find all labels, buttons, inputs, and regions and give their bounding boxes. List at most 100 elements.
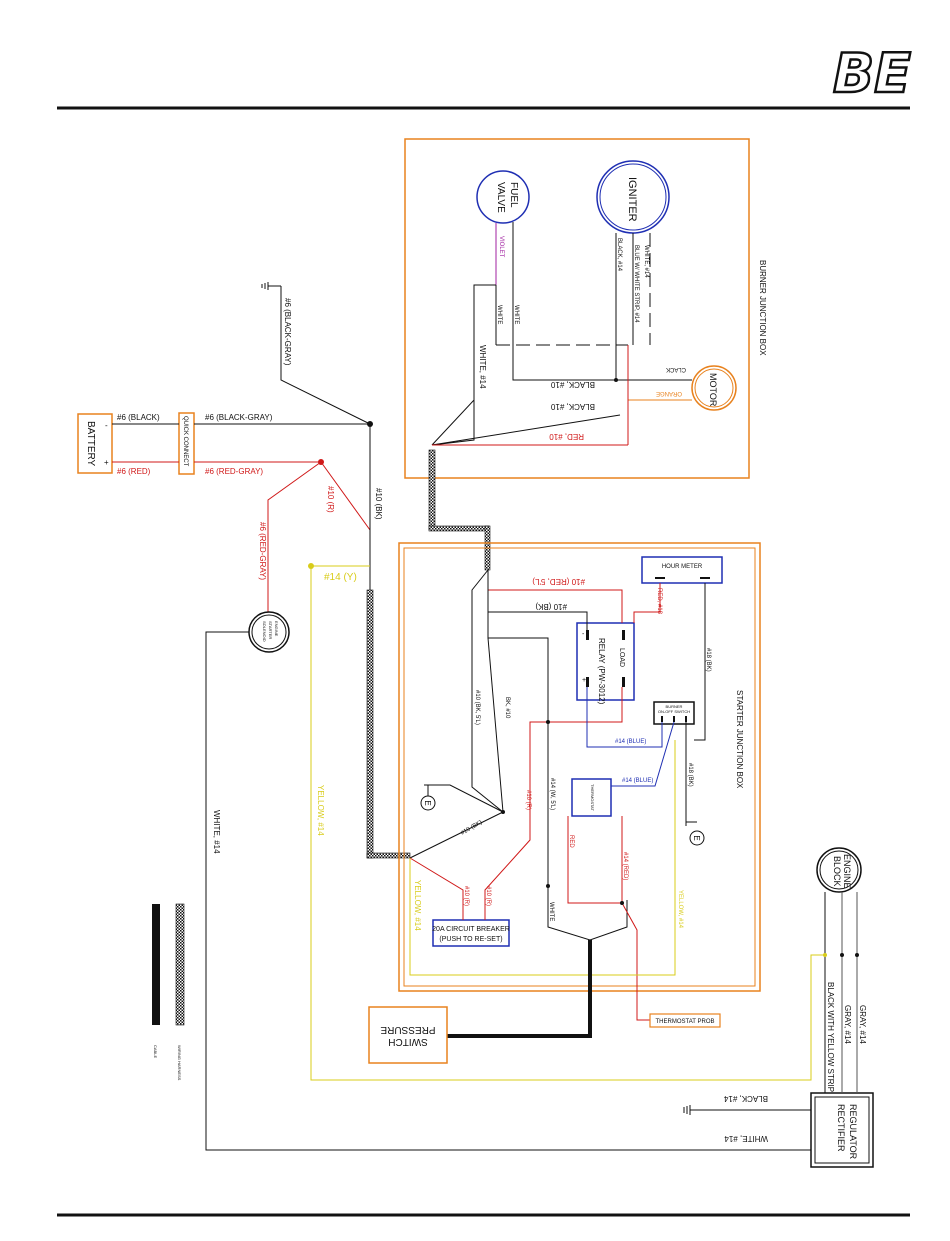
relay: RELAY (PW-3012) LOAD - +	[576, 622, 635, 705]
wire-r10-cb2: #10 (R)	[485, 886, 491, 906]
fuel-valve: FUEL VALVE	[476, 170, 530, 224]
ground-e-left: E	[420, 784, 436, 811]
wire-r10-vert: #10 (R)	[326, 486, 335, 513]
engine-block-label-1: ENGINE	[842, 854, 852, 889]
wire-bk10-c: #10 (BK)	[460, 820, 484, 837]
wire-red14: #14 (RED)	[622, 852, 628, 880]
wire-red18: RED, #18	[656, 588, 662, 615]
battery-plus: +	[104, 458, 109, 467]
circuit-breaker[interactable]: 20A CIRCUIT BREAKER (PUSH TO RE-SET)	[432, 919, 510, 947]
wire-red-gray-vert: #6 (RED-GRAY)	[258, 522, 267, 580]
legend-cable-swatch	[152, 904, 160, 1025]
battery-minus: -	[105, 421, 108, 430]
ground-e-right-label: E	[692, 835, 701, 840]
circuit-breaker-label-2: (PUSH TO RE-SET)	[439, 936, 502, 943]
wire-yellow14-c: YELLOW, #14	[677, 890, 683, 929]
wire-bk-gray-top: #6 (BLACK-GRAY)	[205, 413, 273, 422]
wire-bk-top: #6 (BLACK)	[117, 413, 160, 422]
harness-burner	[428, 449, 436, 531]
fuel-valve-label-1: FUEL	[508, 182, 519, 208]
wire-white14-ig: WHITE, #14	[643, 245, 649, 278]
solenoid-label-1: ENGINE	[274, 621, 279, 637]
thermostat: THERMOSTAT	[571, 778, 612, 817]
wire-gray14b: GRAY, #14	[843, 1005, 852, 1044]
wire-white14-bj: WHITE, #14	[478, 345, 487, 389]
solenoid-label-3: SOLENOID	[262, 621, 267, 642]
relay-load: LOAD	[618, 648, 625, 667]
legend: WIRING HARNESS CABLE	[152, 903, 185, 1081]
battery-label: BATTERY	[85, 421, 96, 467]
wire-gray14a: GRAY, #14	[858, 1005, 867, 1044]
wire-bk18: #18 (BK)	[705, 648, 711, 672]
hour-meter-label: HOUR METER	[662, 564, 703, 570]
starter-junction-box	[398, 542, 761, 992]
wire-white14-long: WHITE, #14	[212, 810, 221, 854]
regulator-rectifier: REGULATOR RECTIFIER	[810, 1092, 874, 1168]
harness-bottom	[366, 852, 411, 859]
ground-e-right: E	[685, 818, 705, 846]
battery: BATTERY - +	[77, 413, 113, 474]
relay-plus: +	[582, 677, 586, 684]
regulator-label-2: RECTIFIER	[836, 1104, 846, 1152]
wire-red10-5l: #10 (RED, 5'L)	[532, 577, 585, 586]
wire-black14-reg: BLACK, #14	[723, 1094, 768, 1103]
thermostat-probe: THERMOSTAT PROB	[649, 1013, 721, 1028]
wire-black-yellow: BLACK WITH YELLOW STRIP	[826, 982, 835, 1092]
fuel-valve-label-2: VALVE	[495, 182, 506, 213]
white-long-wire	[205, 631, 811, 1151]
relay-label: RELAY (PW-3012)	[597, 638, 606, 705]
hour-meter: HOUR METER	[641, 556, 723, 584]
wire-red-bat: #6 (RED)	[117, 467, 151, 476]
burner-switch[interactable]: BURNER ON-OFF SWITCH	[653, 701, 695, 725]
wire-blue14: #14 (BLUE)	[615, 739, 646, 745]
regulator-label-1: REGULATOR	[848, 1104, 858, 1160]
relay-minus: -	[582, 631, 585, 638]
wire-r10-cb1: #10 (R)	[463, 886, 469, 906]
wire-bk-gray-vert: #6 (BLACK-GRAY)	[283, 298, 292, 366]
circuit-breaker-label-1: 20A CIRCUIT BREAKER	[432, 926, 510, 933]
burner-box-label: BURNER JUNCTION BOX	[758, 260, 767, 356]
wire-black14: BLACK, #14	[616, 238, 622, 272]
harness-left	[366, 589, 374, 859]
starter-wires	[409, 569, 706, 1021]
wire-r10-c: #10 (R)	[525, 790, 531, 810]
wire-red-gray: #6 (RED-GRAY)	[205, 467, 263, 476]
wire-bk18b: #18 (BK)	[687, 763, 693, 787]
motor: MOTOR	[691, 365, 737, 411]
legend-cable-label: CABLE	[153, 1045, 158, 1058]
wire-black10a: BLACK, #10	[550, 380, 595, 389]
wire-blue-strip: BLUE W/ WHITE STRIP, #14	[633, 245, 639, 323]
pressure-switch-label-1: PRESSURE	[380, 1024, 435, 1035]
legend-harness-swatch	[175, 903, 185, 1026]
wire-white-top: WHITE	[513, 305, 519, 324]
engine-wires	[683, 892, 859, 1115]
wire-bk10-b: BK, #10	[504, 697, 510, 719]
igniter: IGNITER	[596, 160, 670, 234]
starter-box-label: STARTER JUNCTION BOX	[735, 690, 744, 789]
wire-clack: CLACK	[666, 366, 686, 372]
wire-w14-5l: #14 (W, 5'L)	[549, 778, 555, 810]
burner-junction-box	[404, 138, 750, 479]
legend-harness-label: WIRING HARNESS	[177, 1045, 182, 1081]
wire-yellow14-b: YELLOW, #14	[413, 880, 422, 931]
burner-switch-label-2: ON-OFF SWITCH	[658, 709, 690, 714]
quick-connect-label: QUICK CONNECT	[182, 416, 188, 467]
starter-solenoid: ENGINE STARTER SOLENOID	[248, 611, 290, 653]
burner-wires	[431, 222, 692, 446]
quick-connect: QUICK CONNECT	[178, 412, 195, 475]
pressure-switch-label-2: SWITCH	[388, 1036, 427, 1047]
motor-label: MOTOR	[708, 373, 718, 407]
thermostat-probe-label: THERMOSTAT PROB	[655, 1019, 714, 1025]
igniter-label: IGNITER	[626, 177, 638, 222]
pressure-switch: PRESSURE SWITCH	[368, 1006, 448, 1064]
wire-white-fv: WHITE	[496, 305, 502, 324]
wire-white-cb: WHITE	[548, 902, 554, 921]
starter-junction-box-inner	[403, 547, 756, 987]
solenoid-label-2: STARTER	[268, 621, 273, 639]
engine-block-label-2: BLOCK	[832, 856, 842, 887]
wire-bk10-relay: #10 (BK)	[535, 602, 567, 611]
wire-blue14b: #14 (BLUE)	[622, 778, 653, 784]
wire-black10b: BLACK, #10	[550, 402, 595, 411]
wire-red10: RED, #10	[549, 432, 584, 441]
